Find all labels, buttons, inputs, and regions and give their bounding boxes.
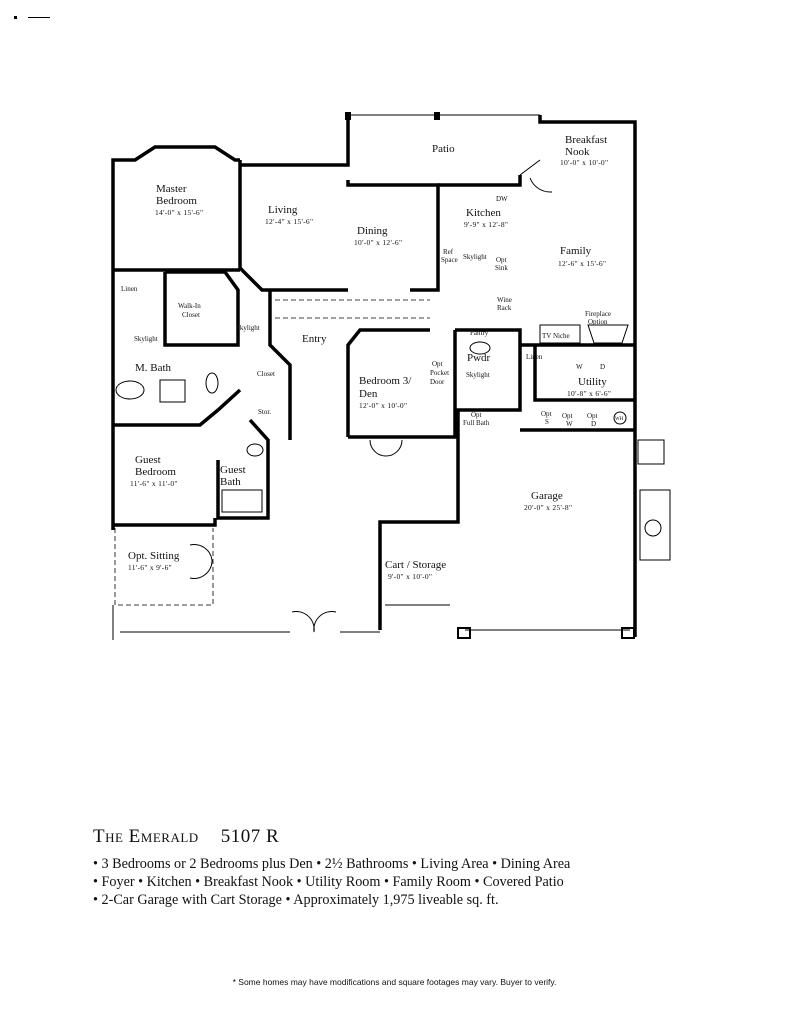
- label-walk-in-closet-2: Closet: [182, 311, 200, 319]
- label-opt-w-2: W: [566, 420, 573, 428]
- label-family: Family: [560, 245, 592, 257]
- dims-utility: 10'-8" x 6'-6": [567, 389, 611, 398]
- label-cart-storage: Cart / Storage: [385, 559, 446, 571]
- label-dining: Dining: [357, 225, 388, 237]
- label-opt-full-bath-2: Full Bath: [463, 419, 490, 427]
- label-opt-sink: Opt: [496, 256, 507, 264]
- label-guest-bedroom: Guest: [135, 454, 161, 466]
- dims-cart-storage: 9'-0" x 10'-0": [388, 572, 432, 581]
- feature-line: • 3 Bedrooms or 2 Bedrooms plus Den • 2½…: [93, 856, 571, 872]
- label-guest-bath-2: Bath: [220, 476, 241, 488]
- dims-kitchen: 9'-9" x 12'-8": [464, 220, 508, 229]
- label-opt-s: Opt: [541, 410, 552, 418]
- label-bedroom3-2: Den: [359, 388, 378, 400]
- walls: [111, 112, 671, 640]
- dims-garage: 20'-0" x 25'-8": [524, 503, 572, 512]
- feature-line: • 2-Car Garage with Cart Storage • Appro…: [93, 892, 499, 908]
- floor-plan: Patio Breakfast Nook 10'-0" x 10'-0" Mas…: [111, 112, 671, 640]
- dims-family: 12'-6" x 15'-6": [558, 259, 606, 268]
- label-dryer: D: [600, 363, 605, 371]
- label-pantry: Pantry: [470, 329, 489, 337]
- label-master-bedroom: Master: [156, 183, 187, 195]
- footnote: * Some homes may have modifications and …: [232, 977, 557, 987]
- label-bedroom3: Bedroom 3/: [359, 375, 412, 387]
- label-closet: Closet: [257, 370, 275, 378]
- room-labels: Patio Breakfast Nook 10'-0" x 10'-0" Mas…: [121, 134, 624, 581]
- label-powder: Pwdr: [467, 352, 491, 364]
- label-breakfast-nook: Breakfast: [565, 134, 607, 146]
- dims-living: 12'-4" x 15'-6": [265, 217, 313, 226]
- label-opt-d: Opt: [587, 412, 598, 420]
- label-washer: W: [576, 363, 583, 371]
- label-entry: Entry: [302, 333, 327, 345]
- label-walk-in-closet: Walk-In: [178, 302, 201, 310]
- label-living: Living: [268, 204, 298, 216]
- label-master-bath: M. Bath: [135, 362, 172, 374]
- label-pocket-door-3: Door: [430, 378, 445, 386]
- label-patio: Patio: [432, 143, 455, 155]
- dims-master-bedroom: 14'-0" x 15'-6": [155, 208, 203, 217]
- label-opt-sitting: Opt. Sitting: [128, 550, 180, 562]
- label-pocket-door-2: Pocket: [430, 369, 449, 377]
- label-utility-linen: Linen: [526, 353, 543, 361]
- label-opt-d-2: D: [591, 420, 596, 428]
- label-guest-bedroom-2: Bedroom: [135, 466, 176, 478]
- label-garage: Garage: [531, 490, 563, 502]
- label-kitchen-skylight: Skylight: [463, 253, 487, 261]
- label-opt-full-bath: Opt: [471, 411, 482, 419]
- label-utility: Utility: [578, 376, 607, 388]
- label-opt-sink-2: Sink: [495, 264, 508, 272]
- label-ref: Ref: [443, 248, 454, 256]
- label-entry-skylight: Skylight: [236, 324, 260, 332]
- label-powder-skylight: Skylight: [466, 371, 490, 379]
- label-bath-skylight: Skylight: [134, 335, 158, 343]
- label-wine-rack-2: Rack: [497, 304, 512, 312]
- label-water-heater: WH: [615, 417, 624, 422]
- label-breakfast-nook-2: Nook: [565, 146, 590, 158]
- label-fireplace: Fireplace: [585, 310, 611, 318]
- label-opt-w: Opt: [562, 412, 573, 420]
- feature-line: • Foyer • Kitchen • Breakfast Nook • Uti…: [93, 874, 564, 890]
- label-storage: Stor.: [258, 408, 271, 416]
- label-linen: Linen: [121, 285, 138, 293]
- label-guest-bath: Guest: [220, 464, 246, 476]
- dims-bedroom3: 12'-0" x 10'-0": [359, 401, 407, 410]
- label-pocket-door: Opt: [432, 360, 443, 368]
- dims-opt-sitting: 11'-6" x 9'-6": [128, 563, 172, 572]
- label-fireplace-2: Option: [588, 318, 608, 326]
- dims-dining: 10'-0" x 12'-6": [354, 238, 402, 247]
- label-kitchen: Kitchen: [466, 207, 501, 219]
- plan-model-number: 5107 R: [220, 826, 280, 847]
- label-tv-niche: TV Niche: [542, 332, 570, 340]
- label-master-bedroom-2: Bedroom: [156, 195, 197, 207]
- label-wine-rack: Wine: [497, 296, 512, 304]
- plan-name: The Emerald: [93, 826, 199, 847]
- plan-title: The Emerald 5107 R: [93, 826, 279, 848]
- label-ref-2: Space: [441, 256, 458, 264]
- dims-guest-bedroom: 11'-6" x 11'-0": [130, 479, 178, 488]
- corner-mark: [28, 17, 50, 18]
- label-opt-s-2: S: [545, 418, 549, 426]
- dims-breakfast-nook: 10'-0" x 10'-0": [560, 158, 608, 167]
- label-dw: DW: [496, 195, 508, 203]
- corner-dot: [14, 16, 17, 19]
